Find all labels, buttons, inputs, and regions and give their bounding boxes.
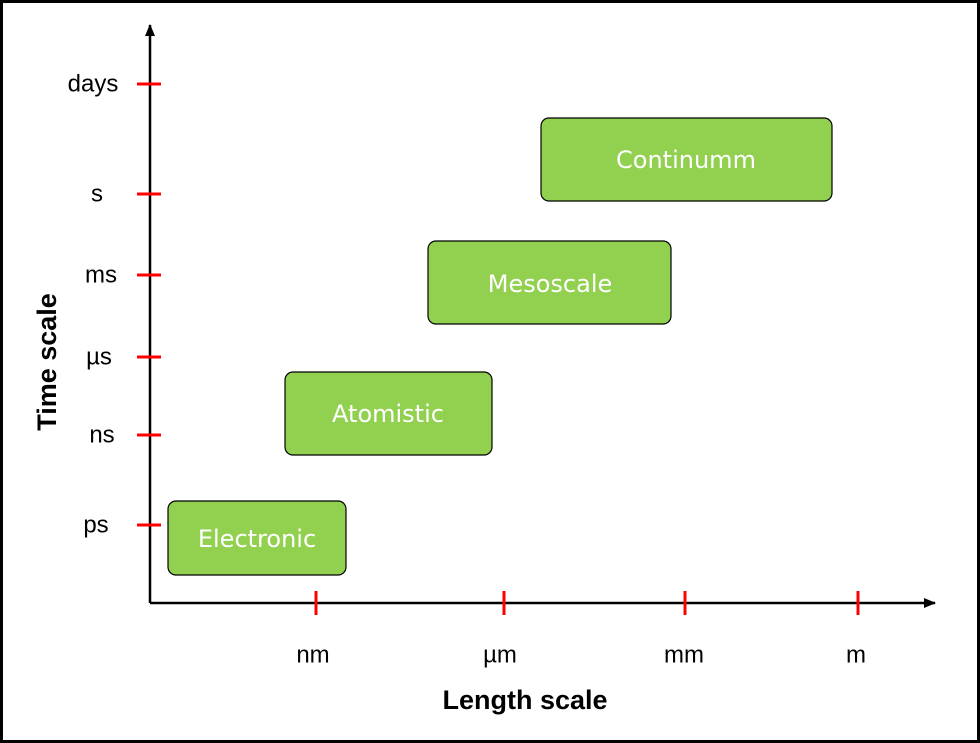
y-tick-label-s: s — [91, 181, 103, 208]
multiscale-diagram: ps ns µs ms s days nm µm mm m Length sca… — [32, 24, 936, 715]
y-tick-label-ms: ms — [85, 262, 117, 289]
y-tick-label-days: days — [68, 71, 119, 98]
x-tick-label-um: µm — [483, 642, 517, 669]
regime-electronic: Electronic — [167, 500, 347, 576]
regime-box — [167, 500, 347, 576]
y-axis-title: Time scale — [32, 293, 62, 431]
regime-box — [284, 371, 493, 456]
regime-box — [427, 240, 672, 325]
regime-label: Mesoscale — [488, 270, 613, 298]
regime-atomistic: Atomistic — [284, 371, 493, 456]
regime-label: Atomistic — [332, 400, 444, 428]
regime-label: Electronic — [198, 525, 316, 553]
x-tick-label-nm: nm — [296, 642, 329, 669]
y-tick-label-ns: ns — [89, 422, 114, 449]
y-tick-label-ps: ps — [83, 512, 108, 539]
regime-label: Continumm — [616, 146, 756, 174]
x-axis-title: Length scale — [442, 685, 607, 715]
y-tick-label-us: µs — [86, 344, 112, 371]
x-tick-label-m: m — [846, 642, 866, 669]
x-tick-label-mm: mm — [664, 642, 704, 669]
regime-continumm: Continumm — [540, 117, 833, 202]
regime-mesoscale: Mesoscale — [427, 240, 672, 325]
regime-box — [540, 117, 833, 202]
